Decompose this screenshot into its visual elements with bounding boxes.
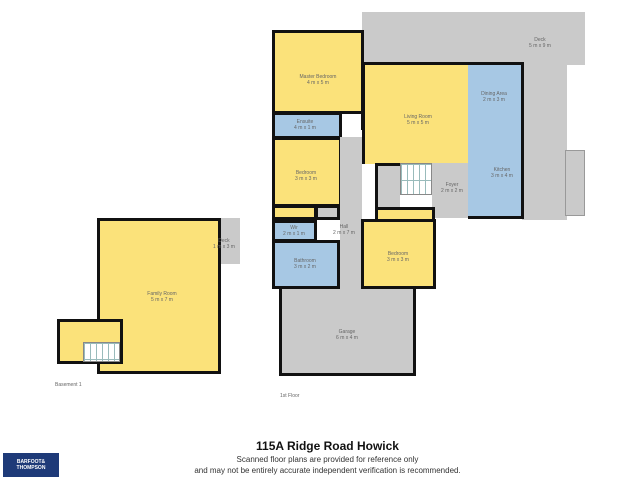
disclaimer-line-2: and may not be entirely accurate indepen… — [194, 466, 461, 475]
room-bathroom — [272, 240, 340, 289]
room-garage — [279, 289, 416, 376]
floor-label-first: 1st Floor — [280, 393, 300, 399]
room-stair-side — [375, 163, 400, 210]
deck-step — [565, 150, 585, 216]
room-master-bedroom — [272, 30, 364, 114]
disclaimer-line-1: Scanned floor plans are provided for ref… — [236, 455, 419, 464]
brand-logo: BARFOOT&THOMPSON — [3, 453, 59, 477]
hall-closet — [315, 205, 340, 220]
room-living — [362, 62, 468, 164]
room-foyer — [432, 163, 468, 218]
room-bedroom-2 — [361, 219, 436, 289]
room-bedroom-1 — [272, 137, 342, 207]
room-dining-kitchen — [468, 62, 524, 219]
stairs-first — [400, 163, 432, 195]
room-bedroom-1-closet — [272, 205, 317, 220]
deck-side — [522, 12, 567, 220]
room-hall — [340, 137, 362, 290]
stairs-basement — [83, 342, 120, 362]
floor-label-basement: Basement 1 — [55, 382, 82, 388]
property-title: 115A Ridge Road Howick — [256, 439, 399, 453]
